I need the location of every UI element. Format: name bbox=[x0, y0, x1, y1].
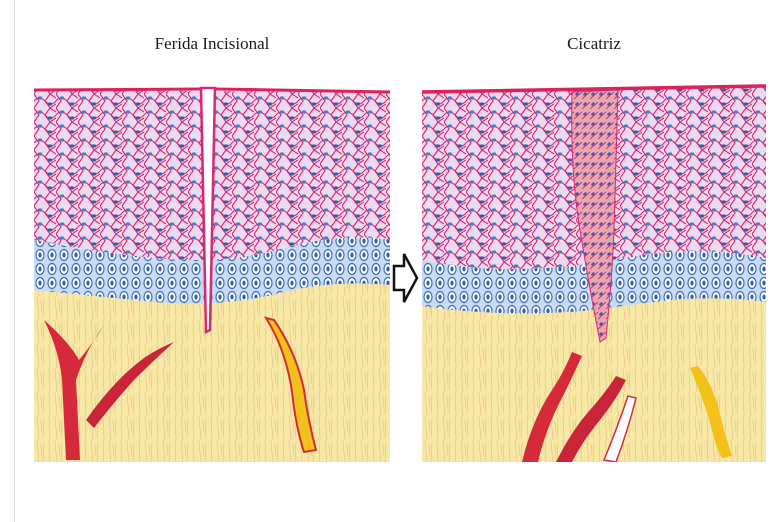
right-panel-title: Cicatriz bbox=[422, 34, 766, 54]
left-border-line bbox=[14, 0, 15, 522]
scar-svg bbox=[422, 80, 766, 462]
scar-illustration bbox=[422, 80, 766, 462]
outline-right-arrow-icon bbox=[390, 248, 420, 308]
left-panel-title: Ferida Incisional bbox=[34, 34, 390, 54]
incisional-wound-illustration bbox=[34, 80, 390, 462]
incisional-wound-svg bbox=[34, 80, 390, 462]
